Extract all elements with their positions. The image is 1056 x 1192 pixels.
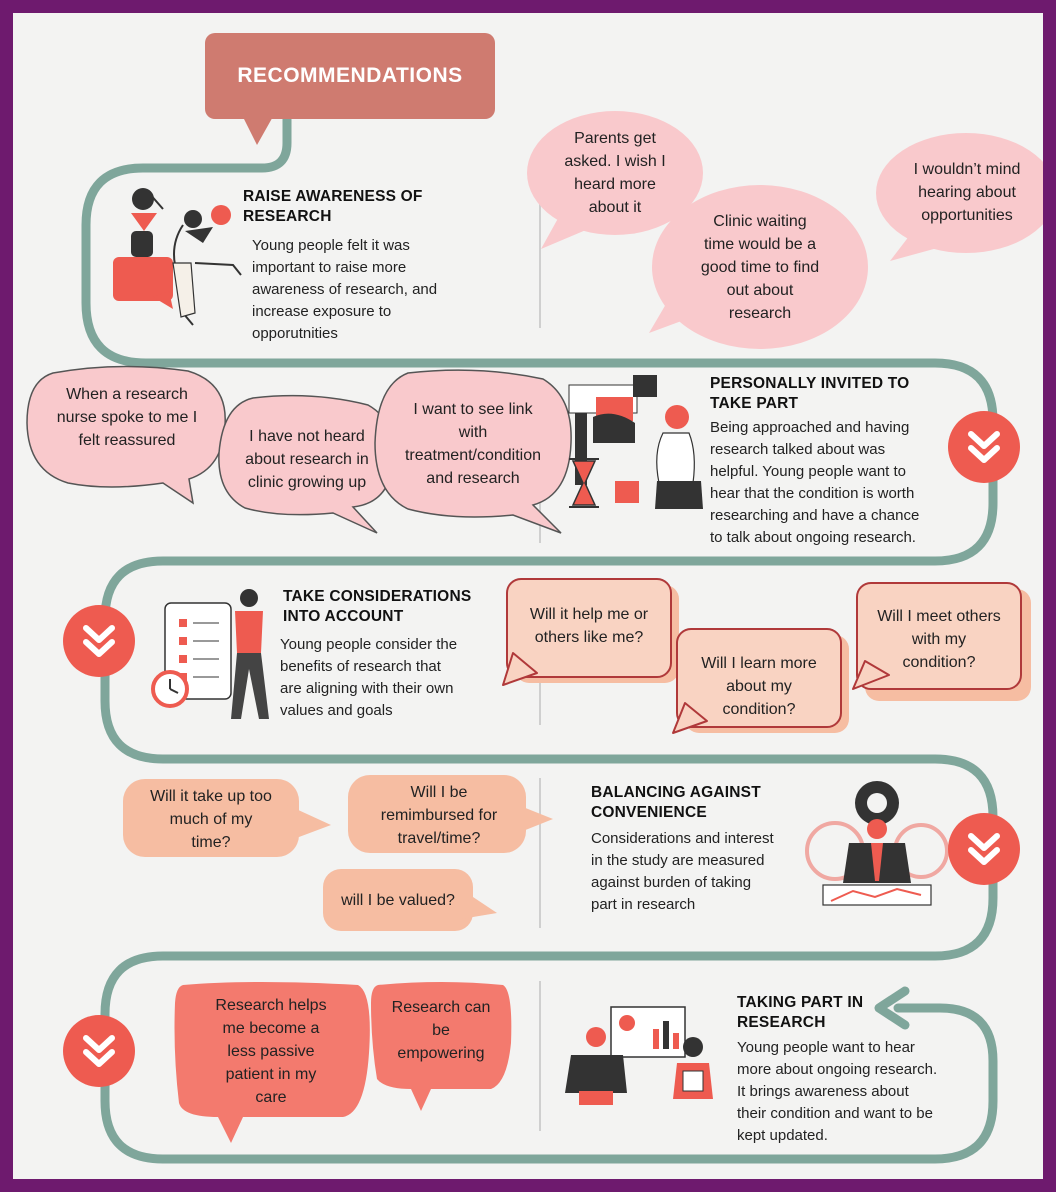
bubble-shape-reimbursed (348, 775, 553, 853)
bubble-shape-clinic-waiting (649, 185, 868, 349)
quote-less-passive: Research helps me become a less passive … (215, 996, 327, 1106)
two-people-presentation-icon (565, 1006, 713, 1105)
quote-research-nurse: When a research nurse spoke to me I felt… (56, 385, 198, 449)
bubble-shape-wouldnt-mind (876, 133, 1043, 261)
section-body-considerations: Young people consider the benefits of re… (280, 636, 458, 719)
section-title-balancing: BALANCING AGAINST CONVENIENCE (591, 784, 761, 821)
bubble-shape-help-me (502, 578, 679, 686)
quote-parents-asked: Parents get asked. I wish I heard more a… (564, 130, 666, 216)
bubble-shape-meet-others (852, 582, 1031, 701)
bubble-shape-research-nurse (26, 365, 226, 505)
double-chevron-down-icon (948, 813, 1020, 885)
quote-learn-more: Will I learn more about my condition? (701, 654, 817, 718)
section-body-balancing: Considerations and interest in the study… (591, 830, 774, 913)
return-arrow-icon (874, 986, 910, 1030)
quote-valued: will I be valued? (341, 891, 455, 909)
bubble-shape-see-link (374, 369, 572, 534)
quote-see-link: I want to see link with treatment/condit… (404, 401, 542, 487)
person-checklist-clock-icon (151, 589, 269, 719)
businessman-gears-icon (805, 781, 949, 906)
section-title-taking-part: TAKING PART IN RESEARCH (737, 994, 864, 1031)
bubble-shape-valued (323, 869, 497, 931)
bubble-shape-not-heard (218, 394, 395, 534)
quote-empowering: Research can be empowering (391, 998, 491, 1062)
section-body-taking-part: Young people want to hear more about ong… (737, 1039, 938, 1144)
quote-take-up-time: Will it take up too much of my time? (150, 787, 272, 851)
quote-meet-others: Will I meet others with my condition? (877, 607, 1001, 671)
section-title-considerations: TAKE CONSIDERATIONS INTO ACCOUNT (283, 588, 472, 625)
person-puzzle-hourglass-icon (568, 375, 703, 509)
bubble-shape-parents (527, 111, 703, 249)
section-title-raise-awareness: RAISE AWARENESS OF RESEARCH (243, 188, 423, 225)
person-juggling-shapes-icon (113, 188, 242, 326)
quote-help-me: Will it help me or others like me? (529, 606, 649, 646)
bubble-shape-take-up-time (123, 779, 331, 857)
double-chevron-down-icon (948, 411, 1020, 483)
winding-path (81, 113, 998, 1164)
quote-clinic-waiting: Clinic waiting time would be a good time… (700, 212, 820, 322)
banner-tail (241, 113, 275, 145)
double-chevron-down-icon (63, 1015, 135, 1087)
bubble-shape-empowering (371, 982, 512, 1111)
double-chevron-down-icon (63, 605, 135, 677)
bubble-shape-less-passive (174, 982, 370, 1143)
infographic-artwork (26, 111, 1043, 1164)
section-body-personally-invited: Being approached and having research tal… (710, 419, 920, 546)
quote-wouldnt-mind: I wouldn’t mind hearing about opportunit… (913, 160, 1021, 224)
bubble-shape-learn-more (672, 628, 849, 734)
section-body-raise-awareness: Young people felt it was important to ra… (252, 237, 438, 342)
section-title-personally-invited: PERSONALLY INVITED TO TAKE PART (710, 375, 910, 412)
page-title: RECOMMENDATIONS (205, 33, 495, 119)
quote-reimbursed: Will I be remimbursed for travel/time? (380, 783, 498, 847)
quote-not-heard: I have not heard about research in clini… (245, 427, 369, 491)
